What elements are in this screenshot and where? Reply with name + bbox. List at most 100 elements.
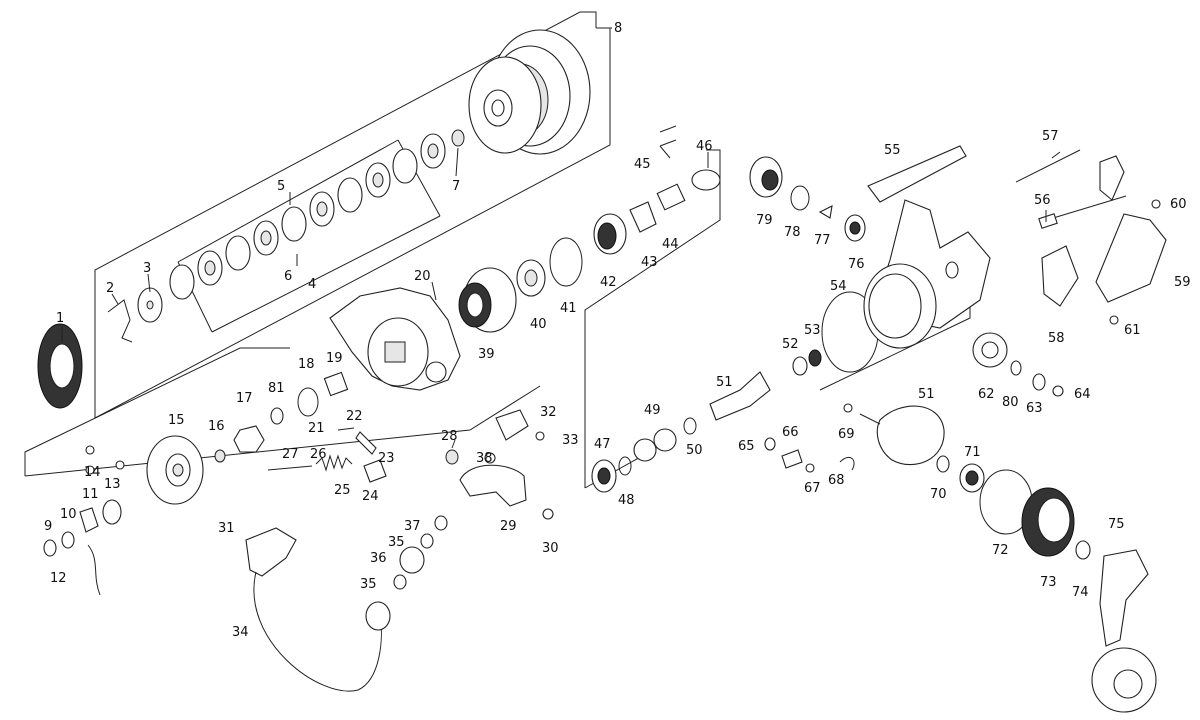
callout-23: 23 (378, 451, 395, 466)
bail-trip-assembly (245, 409, 554, 692)
pinion-assembly (591, 291, 879, 493)
callout-14: 14 (84, 465, 101, 480)
leader-lines (61, 27, 1061, 449)
part-9-washer (43, 539, 57, 557)
callout-31: 31 (218, 521, 235, 536)
callout-35b: 35 (360, 577, 377, 592)
callout-52: 52 (782, 337, 799, 352)
callout-51a: 51 (716, 375, 733, 390)
callout-1: 1 (56, 311, 64, 326)
callout-20: 20 (414, 269, 431, 284)
callout-40: 40 (530, 317, 547, 332)
part-12-spring (87, 544, 101, 596)
callout-10: 10 (60, 507, 77, 522)
callout-68: 68 (828, 473, 845, 488)
callout-48: 48 (618, 493, 635, 508)
callout-35a: 35 (388, 535, 405, 550)
callout-50: 50 (686, 443, 703, 458)
callout-19: 19 (326, 351, 343, 366)
callout-2: 2 (106, 281, 114, 296)
callout-29: 29 (500, 519, 517, 534)
callout-26: 26 (310, 447, 327, 462)
callout-55: 55 (884, 143, 901, 158)
callout-12: 12 (50, 571, 67, 586)
part-75-handle (1099, 549, 1149, 647)
callout-51b: 51 (918, 387, 935, 402)
part-67-screw (805, 463, 815, 473)
part-81-collar (270, 407, 284, 425)
part-17-nut (233, 425, 265, 453)
part-69-screw (843, 403, 853, 413)
part-19-plate (323, 371, 349, 397)
callout-6: 6 (284, 269, 292, 284)
part-55-reel-foot (867, 145, 967, 203)
callout-3: 3 (143, 261, 151, 276)
part-28-collar (445, 449, 459, 465)
callout-64: 64 (1074, 387, 1091, 402)
part-34-bail-wire (253, 571, 382, 692)
callout-13: 13 (104, 477, 121, 492)
callout-22: 22 (346, 409, 363, 424)
callout-54: 54 (830, 279, 847, 294)
part-77-clip (818, 205, 833, 219)
part-14-screw-c (115, 460, 125, 470)
callout-5: 5 (277, 179, 285, 194)
callout-11: 11 (82, 487, 99, 502)
callout-42: 42 (600, 275, 617, 290)
part-29-bail-arm (459, 464, 527, 507)
callout-4: 4 (308, 277, 316, 292)
part-41-oring (549, 237, 583, 287)
callout-28: 28 (441, 429, 458, 444)
callout-24: 24 (362, 489, 379, 504)
callout-15: 15 (168, 413, 185, 428)
part-49-gear-a (633, 438, 657, 462)
part-23-lever (355, 431, 377, 455)
part-70-washer (936, 455, 950, 473)
part-61-screw (1109, 315, 1119, 325)
callout-71: 71 (964, 445, 981, 460)
part-65-bushing (764, 437, 776, 451)
callout-34: 34 (232, 625, 249, 640)
callout-46: 46 (696, 139, 713, 154)
part-78-oring (790, 185, 810, 211)
part-64-screw (1052, 385, 1064, 397)
callout-63: 63 (1026, 401, 1043, 416)
callout-38: 38 (476, 451, 493, 466)
callout-75: 75 (1108, 517, 1125, 532)
part-57-shaft (1015, 149, 1081, 183)
part-46-clamp (691, 169, 721, 191)
callout-44: 44 (662, 237, 679, 252)
callout-27: 27 (282, 447, 299, 462)
part-24-cap (363, 459, 387, 483)
callout-47: 47 (594, 437, 611, 452)
part-68-spring (839, 457, 855, 471)
callout-59: 59 (1174, 275, 1191, 290)
callout-30: 30 (542, 541, 559, 556)
part-2-clip (107, 299, 133, 343)
part-53-washer (808, 349, 822, 367)
part-14-screw-a (85, 445, 95, 455)
callout-41: 41 (560, 301, 577, 316)
callout-53: 53 (804, 323, 821, 338)
callout-69: 69 (838, 427, 855, 442)
callout-56: 56 (1034, 193, 1051, 208)
callout-72: 72 (992, 543, 1009, 558)
part-33-screw (535, 431, 545, 441)
callout-45: 45 (634, 157, 651, 172)
part-10-washer (61, 531, 75, 549)
bail-left-assembly (43, 371, 349, 596)
part-27-pin (267, 465, 313, 471)
callout-33: 33 (562, 433, 579, 448)
callout-labels: 1 2 3 4 5 6 7 8 9 10 11 12 13 14 15 16 1… (44, 21, 1191, 640)
callout-80: 80 (1002, 395, 1019, 410)
callout-78: 78 (784, 225, 801, 240)
part-63-bearing (1032, 373, 1046, 391)
callout-62: 62 (978, 387, 995, 402)
callout-32: 32 (540, 405, 557, 420)
part-51-drive-gear (876, 405, 945, 466)
callout-16: 16 (208, 419, 225, 434)
callout-79: 79 (756, 213, 773, 228)
body-assembly (749, 145, 1167, 349)
part-25-spring (315, 454, 353, 472)
